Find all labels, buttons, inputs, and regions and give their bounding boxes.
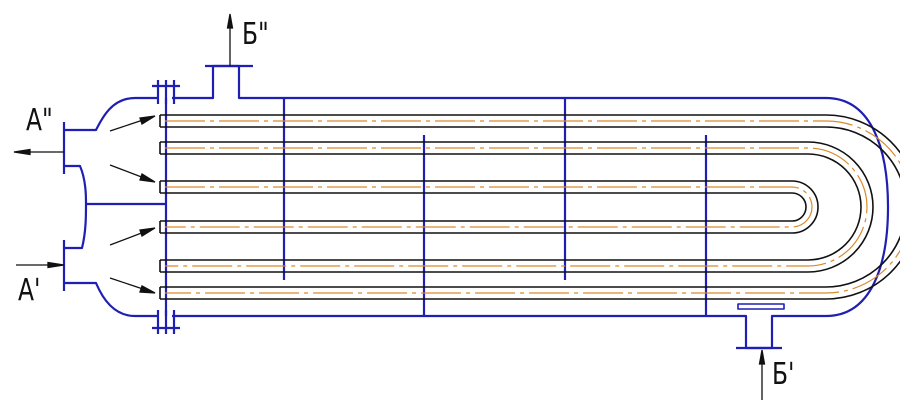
arrow-left-icon xyxy=(13,148,31,156)
label-tube-outlet: А" xyxy=(26,103,53,138)
label-shell-inlet: Б' xyxy=(772,357,795,392)
tube-outer xyxy=(160,114,900,300)
label-shell-outlet: Б" xyxy=(242,17,269,52)
shell-end-cap xyxy=(825,96,890,318)
label-tube-inlet: А' xyxy=(18,273,41,308)
flange-joint-bottom xyxy=(152,310,180,334)
impingement-plate xyxy=(737,303,785,310)
arrow-up-icon xyxy=(226,13,234,29)
arrow-right-icon xyxy=(139,285,156,294)
nozzle-shell-bottom xyxy=(738,314,780,350)
arrow-right-icon xyxy=(47,261,65,269)
arrow-up-icon xyxy=(758,349,766,365)
head-bottom xyxy=(64,281,158,318)
tube-centerlines xyxy=(165,120,900,294)
flange-joint-top xyxy=(152,80,180,104)
flow-arrows xyxy=(13,13,766,400)
arrow-right-icon xyxy=(139,173,156,183)
tube-bundle xyxy=(159,114,900,300)
head-upper-side xyxy=(64,164,88,205)
head-lower-side xyxy=(64,203,88,250)
tube-middle xyxy=(160,141,874,273)
centerline-inner xyxy=(165,186,813,228)
nozzle-shell-top xyxy=(205,64,247,100)
centerline-outer xyxy=(165,120,900,294)
head-top xyxy=(64,96,158,132)
arrow-right-icon xyxy=(139,227,156,237)
tube-inner xyxy=(160,180,819,234)
shell-outline xyxy=(62,64,890,350)
centerline-middle xyxy=(165,147,868,267)
arrow-right-icon xyxy=(139,115,156,125)
